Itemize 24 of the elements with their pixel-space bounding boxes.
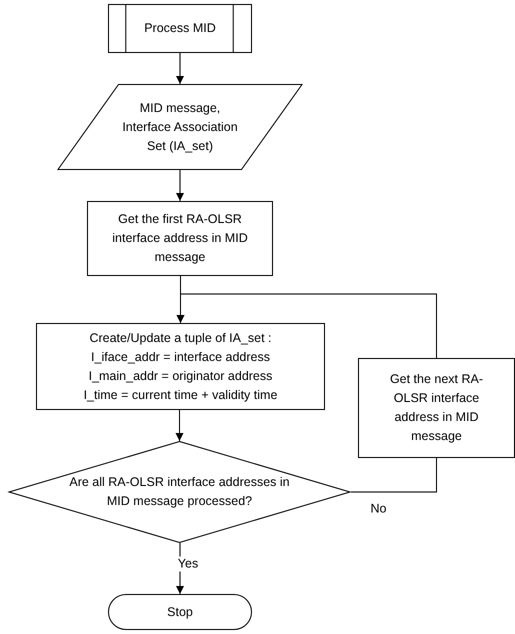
node-text: Create/Update a tuple of IA_set : bbox=[89, 330, 272, 347]
arrow bbox=[176, 542, 184, 594]
edge-label: Yes bbox=[176, 556, 200, 571]
node-text: Get the next RA-OLSR interface address in MID message bbox=[388, 371, 484, 445]
node-text: MID message, Interface Association Set (IA_set) bbox=[121, 100, 239, 155]
subprocess-box bbox=[108, 4, 252, 53]
node-text: I_main_addr = originator address bbox=[88, 368, 272, 385]
process-box bbox=[87, 201, 273, 276]
connector-line bbox=[350, 458, 437, 492]
process-box bbox=[36, 323, 325, 410]
node-text: I_iface_addr = interface address bbox=[91, 348, 270, 366]
arrow bbox=[176, 170, 184, 202]
process-box bbox=[358, 358, 515, 458]
node-text: Stop bbox=[167, 604, 193, 621]
node-text: Are all RA-OLSR interface addresses in MID message processed? bbox=[68, 474, 291, 510]
decision-diamond bbox=[8, 441, 351, 543]
arrow bbox=[176, 294, 437, 358]
arrow bbox=[176, 410, 184, 442]
terminal-box bbox=[108, 594, 252, 630]
arrow bbox=[176, 52, 184, 84]
node-text: Process MID bbox=[144, 20, 216, 37]
node-text: I_time = current time + validity time bbox=[84, 386, 278, 404]
node-text: Get the first RA-OLSR interface address in MID message bbox=[111, 211, 249, 266]
input-parallelogram bbox=[57, 84, 303, 170]
